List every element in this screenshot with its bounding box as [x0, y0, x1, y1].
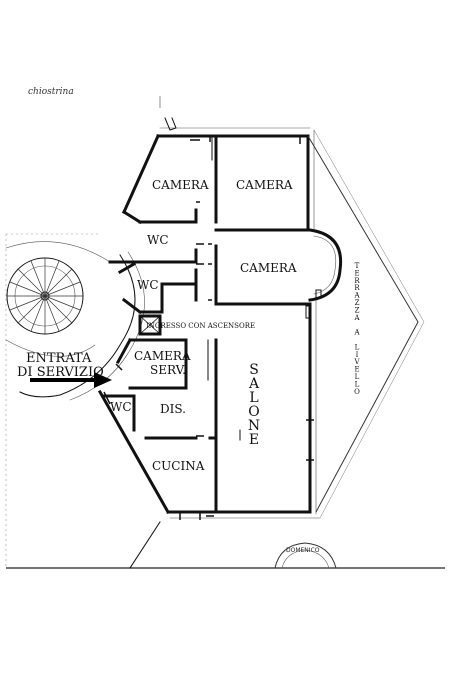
room-label-camera-serv-2: SERV.	[150, 363, 186, 377]
entrance-label-line1: ENTRATA	[26, 351, 92, 366]
salone-letter: A	[248, 376, 260, 392]
terrace-letter: I	[356, 351, 359, 359]
room-label-cucina: CUCINA	[152, 459, 205, 473]
room-label-wc-2: WC	[137, 278, 159, 292]
entrance-label-line2: DI SERVIZIO	[17, 365, 104, 380]
room-label-camera-2: CAMERA	[236, 178, 293, 192]
salone-letter: L	[249, 390, 258, 406]
salone-letter: N	[248, 418, 260, 434]
outer-walls	[97, 117, 321, 569]
terrace-letter: A	[353, 292, 360, 300]
room-label-wc-1: WC	[147, 233, 169, 247]
room-label-wc-3: WC	[110, 400, 132, 414]
room-label-camera-1: CAMERA	[152, 178, 209, 192]
salone-letter: E	[249, 432, 259, 448]
salone-letter: S	[249, 362, 259, 378]
terrace-letter: A	[353, 314, 360, 322]
terrace-letter: L	[355, 373, 360, 381]
page-border	[5, 233, 445, 569]
spiral-staircase	[5, 241, 111, 357]
terrace-letter: L	[355, 343, 360, 351]
terrace-letter: O	[354, 388, 360, 396]
door-marks	[103, 136, 322, 520]
terrace-letter: R	[354, 277, 360, 285]
terrace-letter: L	[355, 380, 360, 388]
room-label-camera-serv: CAMERA	[134, 349, 191, 363]
terrace-letter: E	[354, 269, 359, 277]
room-label-camera-3: CAMERA	[240, 261, 297, 275]
chiostrina-curve	[19, 251, 145, 401]
terrace-outline	[307, 129, 425, 519]
stamp-text: DOMENICO	[286, 547, 320, 554]
room-label-ingresso: INGRESSO CON ASCENSORE	[146, 322, 255, 330]
terrace-letter: A	[353, 329, 360, 337]
room-label-dis: DIS.	[160, 402, 186, 416]
entrance-arrow	[30, 372, 112, 388]
terrace-letter: Z	[355, 306, 360, 314]
chiostrina-label: chiostrina	[28, 87, 74, 97]
terrace-letter: Z	[355, 299, 360, 307]
salone-letter: O	[248, 404, 259, 420]
terrace-letter: T	[355, 262, 360, 270]
terrace-letter: E	[354, 366, 359, 374]
terrace-letter: R	[354, 284, 360, 292]
terrace-letter: V	[353, 358, 360, 366]
interior-walls	[102, 134, 343, 514]
stamp-seal: DOMENICO	[274, 542, 337, 569]
